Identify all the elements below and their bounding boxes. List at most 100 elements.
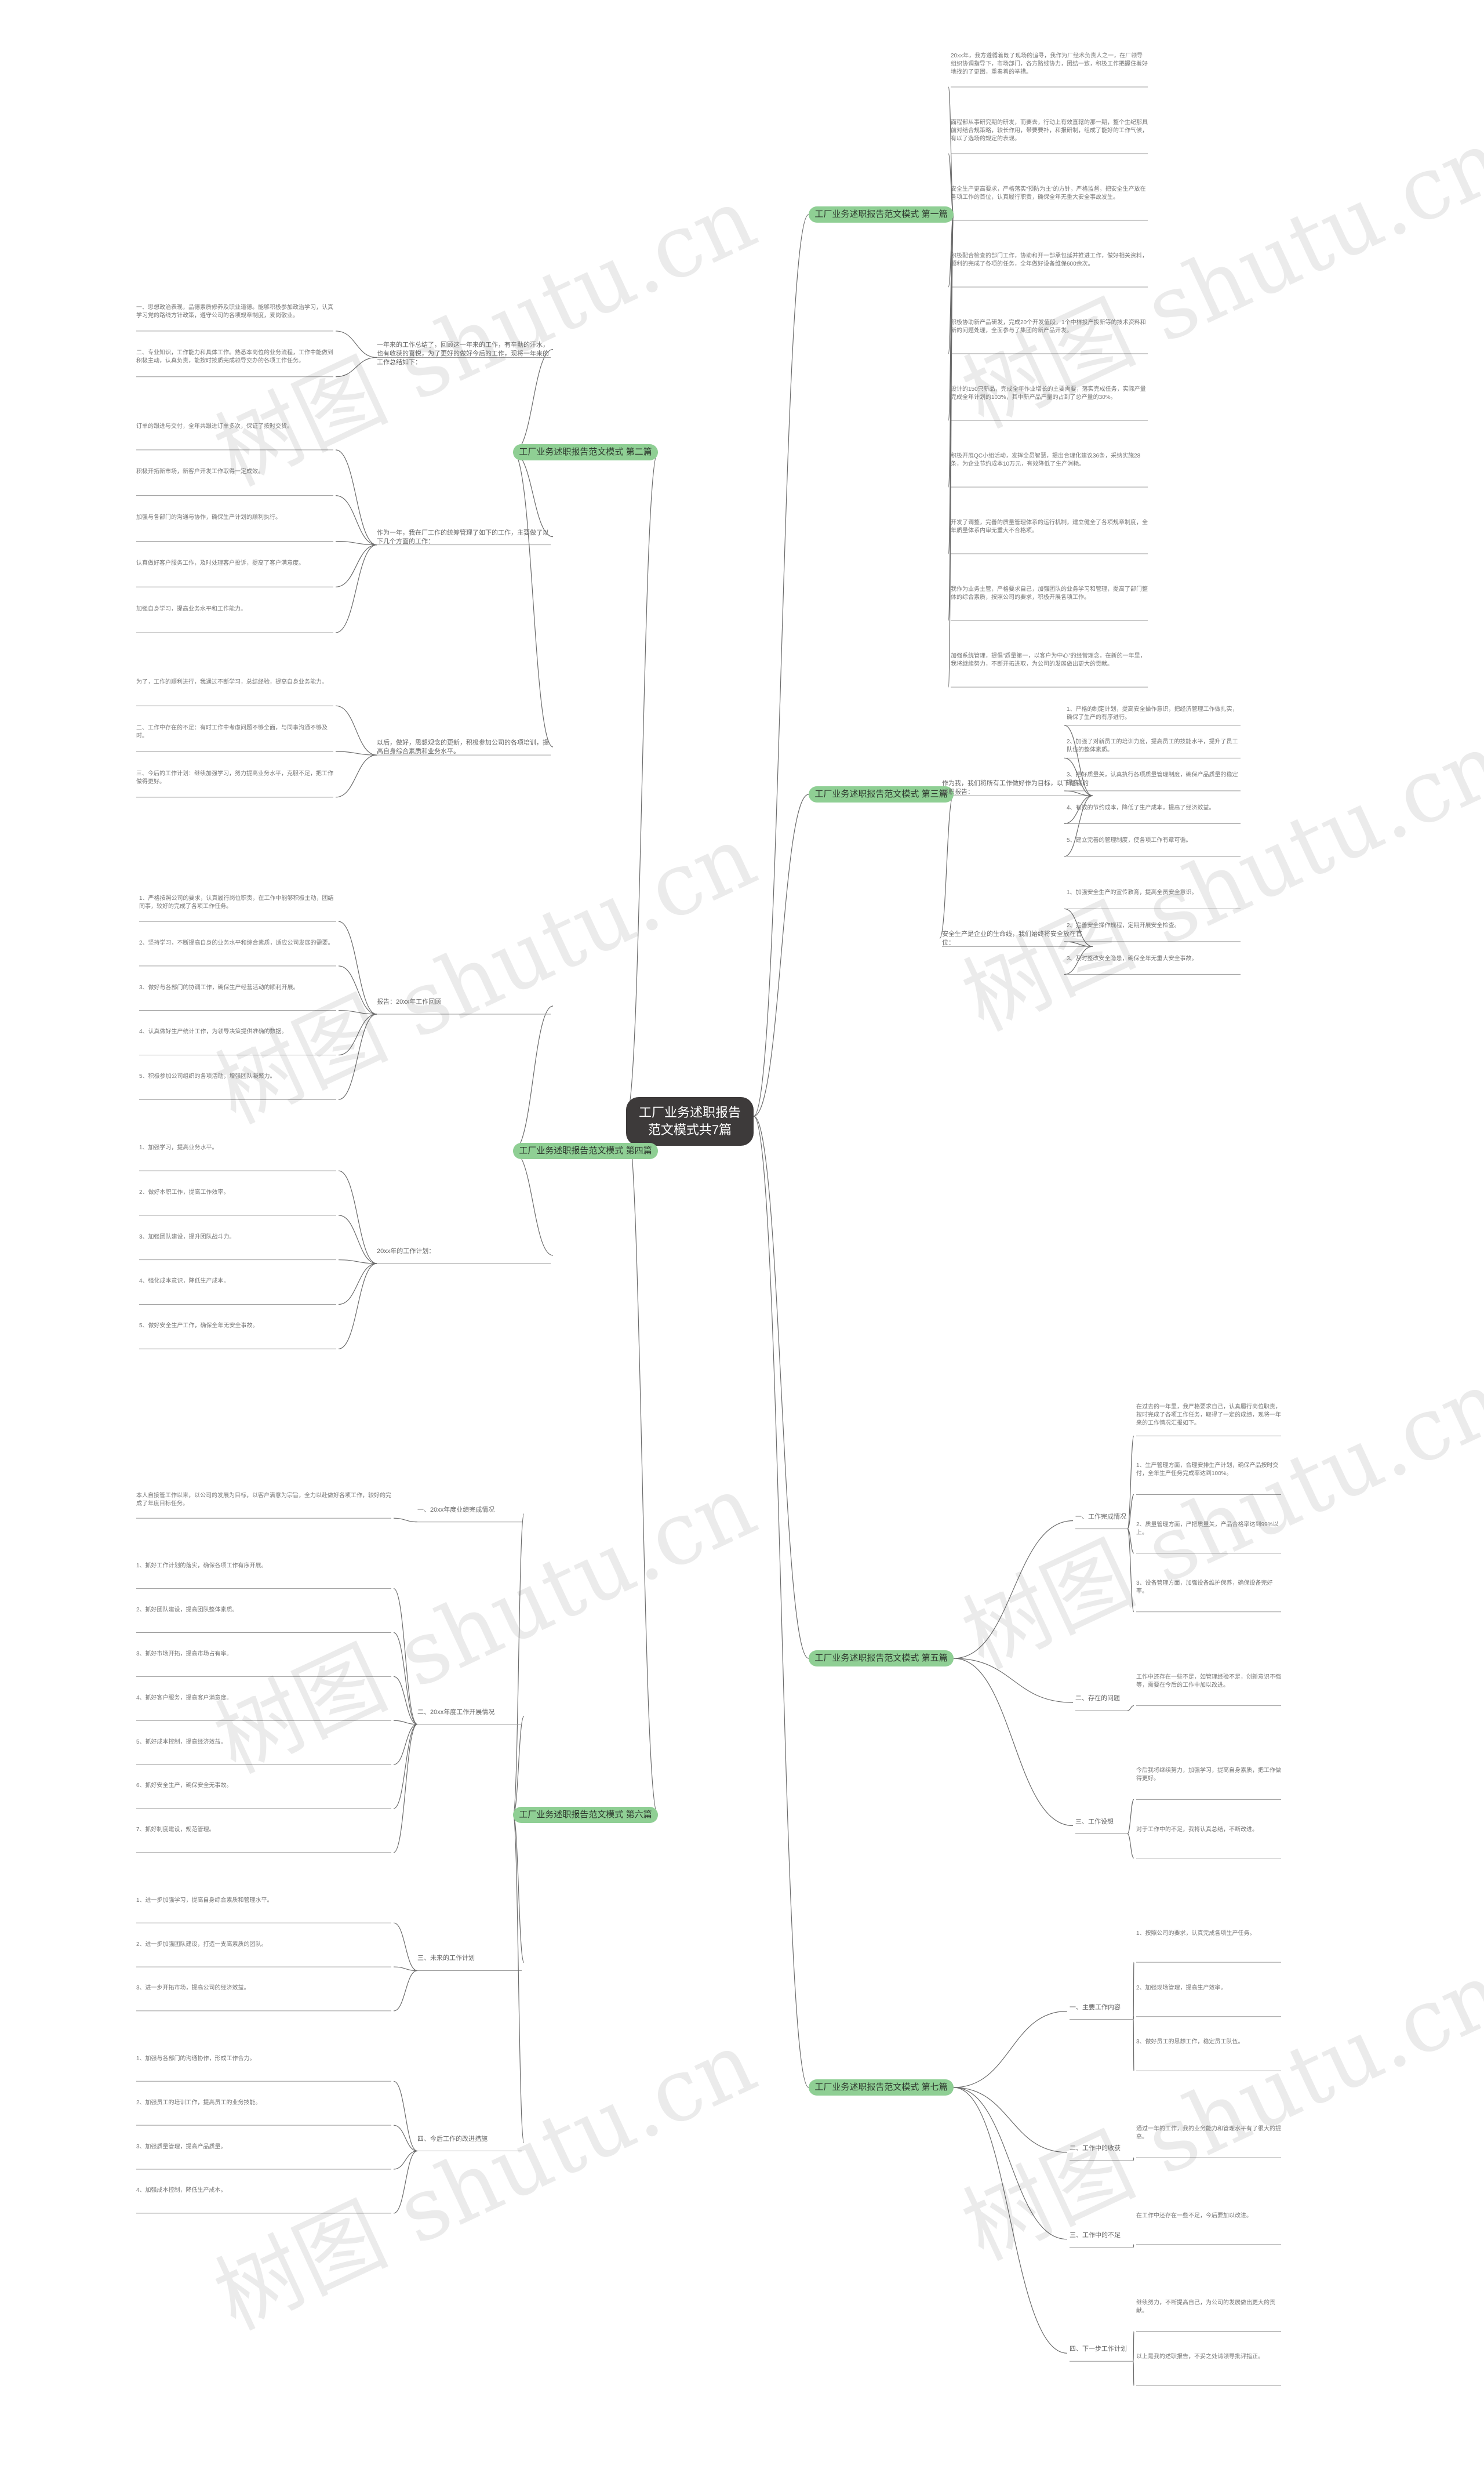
- connector-line: [512, 1814, 525, 1963]
- connector-line: [338, 1170, 377, 1264]
- leaf-text: 6、抓好安全生产，确保安全无事故。: [136, 1782, 232, 1789]
- leaf-text: 1、严格按照公司的要求，认真履行岗位职责，在工作中能够积极主动，团结同事，较好的…: [139, 895, 334, 910]
- connector-line: [335, 754, 377, 798]
- connector-line: [1133, 2018, 1134, 2071]
- connector-line: [393, 2081, 418, 2152]
- leaf-text: 3、做好与各部门的协调工作，确保生产经营活动的顺利开展。: [139, 984, 299, 991]
- leaf-text: 5、建立完善的管理制度，使各项工作有章可循。: [1067, 837, 1192, 844]
- leaf-text: 1、生产管理方面，合理安排生产计划，确保产品按时交付，全年生产任务完成率达到10…: [1136, 1462, 1279, 1477]
- leaf-text: 开发了调整，完善的质量管理体系的运行机制，建立健全了各项规章制度，全年质量体系内…: [951, 520, 1148, 534]
- connector-line: [393, 1966, 418, 1971]
- sub-topic: 三、工作中的不足: [1070, 2231, 1121, 2239]
- leaf-text: 5、积极参加公司组织的各项活动，增强团队凝聚力。: [139, 1073, 276, 1080]
- leaf-text: 积极配合检查的部门工作，协助和开一部承包延并推进工作，做好相关资料，顺利的完成了…: [951, 253, 1148, 267]
- leaf-text: 加强自身学习，提高业务水平和工作能力。: [136, 605, 246, 612]
- branch-node: 工厂业务述职报告范文模式 第三篇: [809, 786, 954, 803]
- sub-topic: 二、工作中的收获: [1070, 2144, 1121, 2152]
- connector-line: [512, 1513, 525, 1816]
- connector-line: [753, 1116, 809, 2088]
- leaf-text: 积极开展QC小组活动，发挥全员智慧，提出合理化建议36条，采纳实施28条，为企业…: [951, 453, 1141, 467]
- leaf-text: 3、做好员工的思想工作，稳定员工队伍。: [1136, 2039, 1244, 2046]
- leaf-text: 3、把好质量关，认真执行各项质量管理制度，确保产品质量的稳定提高。: [1067, 772, 1238, 786]
- leaf-text: 以上是我的述职报告，不妥之处请领导批评指正。: [1136, 2354, 1264, 2361]
- leaf-text: 3、加强质量管理，提高产品质量。: [136, 2143, 227, 2150]
- leaf-text: 1、严格的制定计划，提高安全操作意识，把经济管理工作做扎实，确保了生产的有序进行…: [1067, 706, 1238, 721]
- leaf-text: 订单的跟进与交付，全年共跟进订单多次，保证了按时交货。: [136, 423, 293, 430]
- branch-node: 工厂业务述职报告范文模式 第七篇: [809, 2079, 954, 2096]
- connector-line: [335, 544, 377, 587]
- connector-line: [1127, 1435, 1134, 1530]
- sub-topic: 一、20xx年度业绩完成情况: [417, 1506, 495, 1513]
- connector-line: [1127, 1494, 1134, 1530]
- connector-line: [625, 452, 659, 1117]
- leaf-text: 3、及时整改安全隐患，确保全年无重大安全事故。: [1067, 955, 1198, 962]
- sub-topic: 四、今后工作的改进措施: [417, 2135, 488, 2143]
- branch-node: 工厂业务述职报告范文模式 第六篇: [513, 1807, 658, 1823]
- leaf-text: 20xx年，我方遵循着既了现场的追寻，我作为厂经术负责人之一，在厂领导组织协调指…: [951, 53, 1148, 75]
- connector-line: [393, 1632, 418, 1725]
- leaf-text: 2、质量管理方面，严把质量关，产品合格率达到99%以上。: [1136, 1521, 1279, 1536]
- sub-topic: 三、未来的工作计划: [417, 1955, 475, 1962]
- connector-line: [753, 1116, 809, 1659]
- connector-line: [953, 1520, 1074, 1659]
- leaf-text: 通过一年的工作，我的业务能力和管理水平有了很大的提高。: [1136, 2126, 1281, 2141]
- connector-line: [512, 1005, 554, 1152]
- leaf-text: 2、完善安全操作规程，定期开展安全检查。: [1067, 923, 1180, 929]
- leaf-text: 4、抓好客户服务，提高客户满意度。: [136, 1694, 232, 1701]
- connector-line: [1064, 908, 1093, 947]
- leaf-text: 积极协助新产品研发，完成20个开发值段，1个中样投产投新等的技术资料和新的问题处…: [951, 319, 1146, 334]
- connector-line: [1064, 725, 1093, 796]
- connector-line: [512, 452, 554, 538]
- connector-line: [953, 1658, 1074, 1703]
- connector-line: [953, 1658, 1074, 1827]
- sub-topic: 以后，做好，思想观念的更新，积极参加公司的各项培训，提高自身综合素质和业务水平。: [377, 739, 549, 756]
- sub-topic: 作为一年，我在厂工作的统筹管理了如下的工作，主要做了以下几个方面的工作：: [377, 529, 549, 545]
- branch-node: 工厂业务述职报告范文模式 第一篇: [809, 206, 954, 223]
- connector-line: [1064, 795, 1093, 825]
- leaf-text: 3、设备管理方面，加强设备维护保养，确保设备完好率。: [1136, 1580, 1273, 1595]
- leaf-text: 2、做好本职工作，提高工作效率。: [139, 1189, 230, 1196]
- connector-line: [338, 1263, 377, 1305]
- connector-line: [1064, 757, 1093, 796]
- leaf-text: 1、加强安全生产的宣传教育，提高全员安全意识。: [1067, 889, 1198, 896]
- connector-line: [335, 705, 377, 756]
- connector-line: [1133, 2331, 1134, 2362]
- branch-node: 工厂业务述职报告范文模式 第四篇: [513, 1143, 658, 1159]
- leaf-text: 2、进一步加强团队建设，打造一支高素质的团队。: [136, 1941, 267, 1948]
- connector-line: [335, 751, 377, 756]
- leaf-text: 4、强化成本意识，降低生产成本。: [139, 1278, 230, 1285]
- leaf-text: 4、加强成本控制，降低生产成本。: [136, 2187, 227, 2194]
- connector-line: [953, 2087, 1068, 2240]
- connector-line: [393, 1676, 418, 1725]
- connector-line: [393, 1970, 418, 2011]
- sub-topic: 一年来的工作总结了，回顾这一年来的工作，有辛勤的汗水，也有收获的喜悦，为了更好的…: [377, 342, 549, 366]
- connector-line: [335, 540, 377, 546]
- leaf-text: 工作中还存在一些不足，如管理经验不足，创新意识不强等，需要在今后的工作中加以改进…: [1136, 1673, 1281, 1689]
- sub-topic: 三、工作设想: [1075, 1818, 1114, 1825]
- sub-topic: 二、20xx年度工作开展情况: [417, 1708, 495, 1716]
- leaf-text: 1、抓好工作计划的落实，确保各项工作有序开展。: [136, 1563, 267, 1570]
- leaf-text: 认真做好客户服务工作，及时处理客户投诉，提高了客户满意度。: [136, 560, 304, 567]
- leaf-text: 5、抓好成本控制，提高经济效益。: [136, 1738, 227, 1745]
- leaf-text: 安全生产更高要求，严格落实“预防为主”的方针，严格监督，把安全生产放在各项工作的…: [951, 186, 1146, 201]
- connector-line: [1133, 2244, 1134, 2248]
- connector-line: [953, 2087, 1068, 2354]
- connector-line: [393, 1724, 418, 1809]
- connector-line: [338, 921, 377, 1015]
- connector-line: [338, 965, 377, 1015]
- sub-topic: 作为我，我们将所有工作做好作为目标，以下是我的述职报告：: [942, 780, 1089, 796]
- connector-line: [1064, 946, 1093, 975]
- connector-line: [1133, 2361, 1134, 2386]
- connector-line: [393, 1588, 418, 1725]
- leaf-text: 二、工作中存在的不足：有时工作中考虑问题不够全面，与同事沟通不够及时。: [136, 724, 328, 739]
- connector-line: [753, 214, 809, 1117]
- connector-line: [1064, 795, 1093, 857]
- leaf-text: 在工作中还存在一些不足，今后要加以改进。: [1136, 2212, 1252, 2219]
- connector-line: [338, 1014, 377, 1100]
- leaf-text: 我作为业务主管，严格要求自己，加强团队的业务学习和管理，提高了部门整体的综合素质…: [951, 586, 1148, 601]
- leaf-text: 2、抓好团队建设，提高团队整体素质。: [136, 1607, 238, 1613]
- connector-line: [1133, 2157, 1134, 2161]
- leaf-text: 本人自接管工作以来，以公司的发展为目标，以客户满意为宗旨，全力以赴做好各项工作，…: [136, 1492, 391, 1507]
- leaf-text: 1、按照公司的要求，认真完成各项生产任务。: [1136, 1930, 1256, 1937]
